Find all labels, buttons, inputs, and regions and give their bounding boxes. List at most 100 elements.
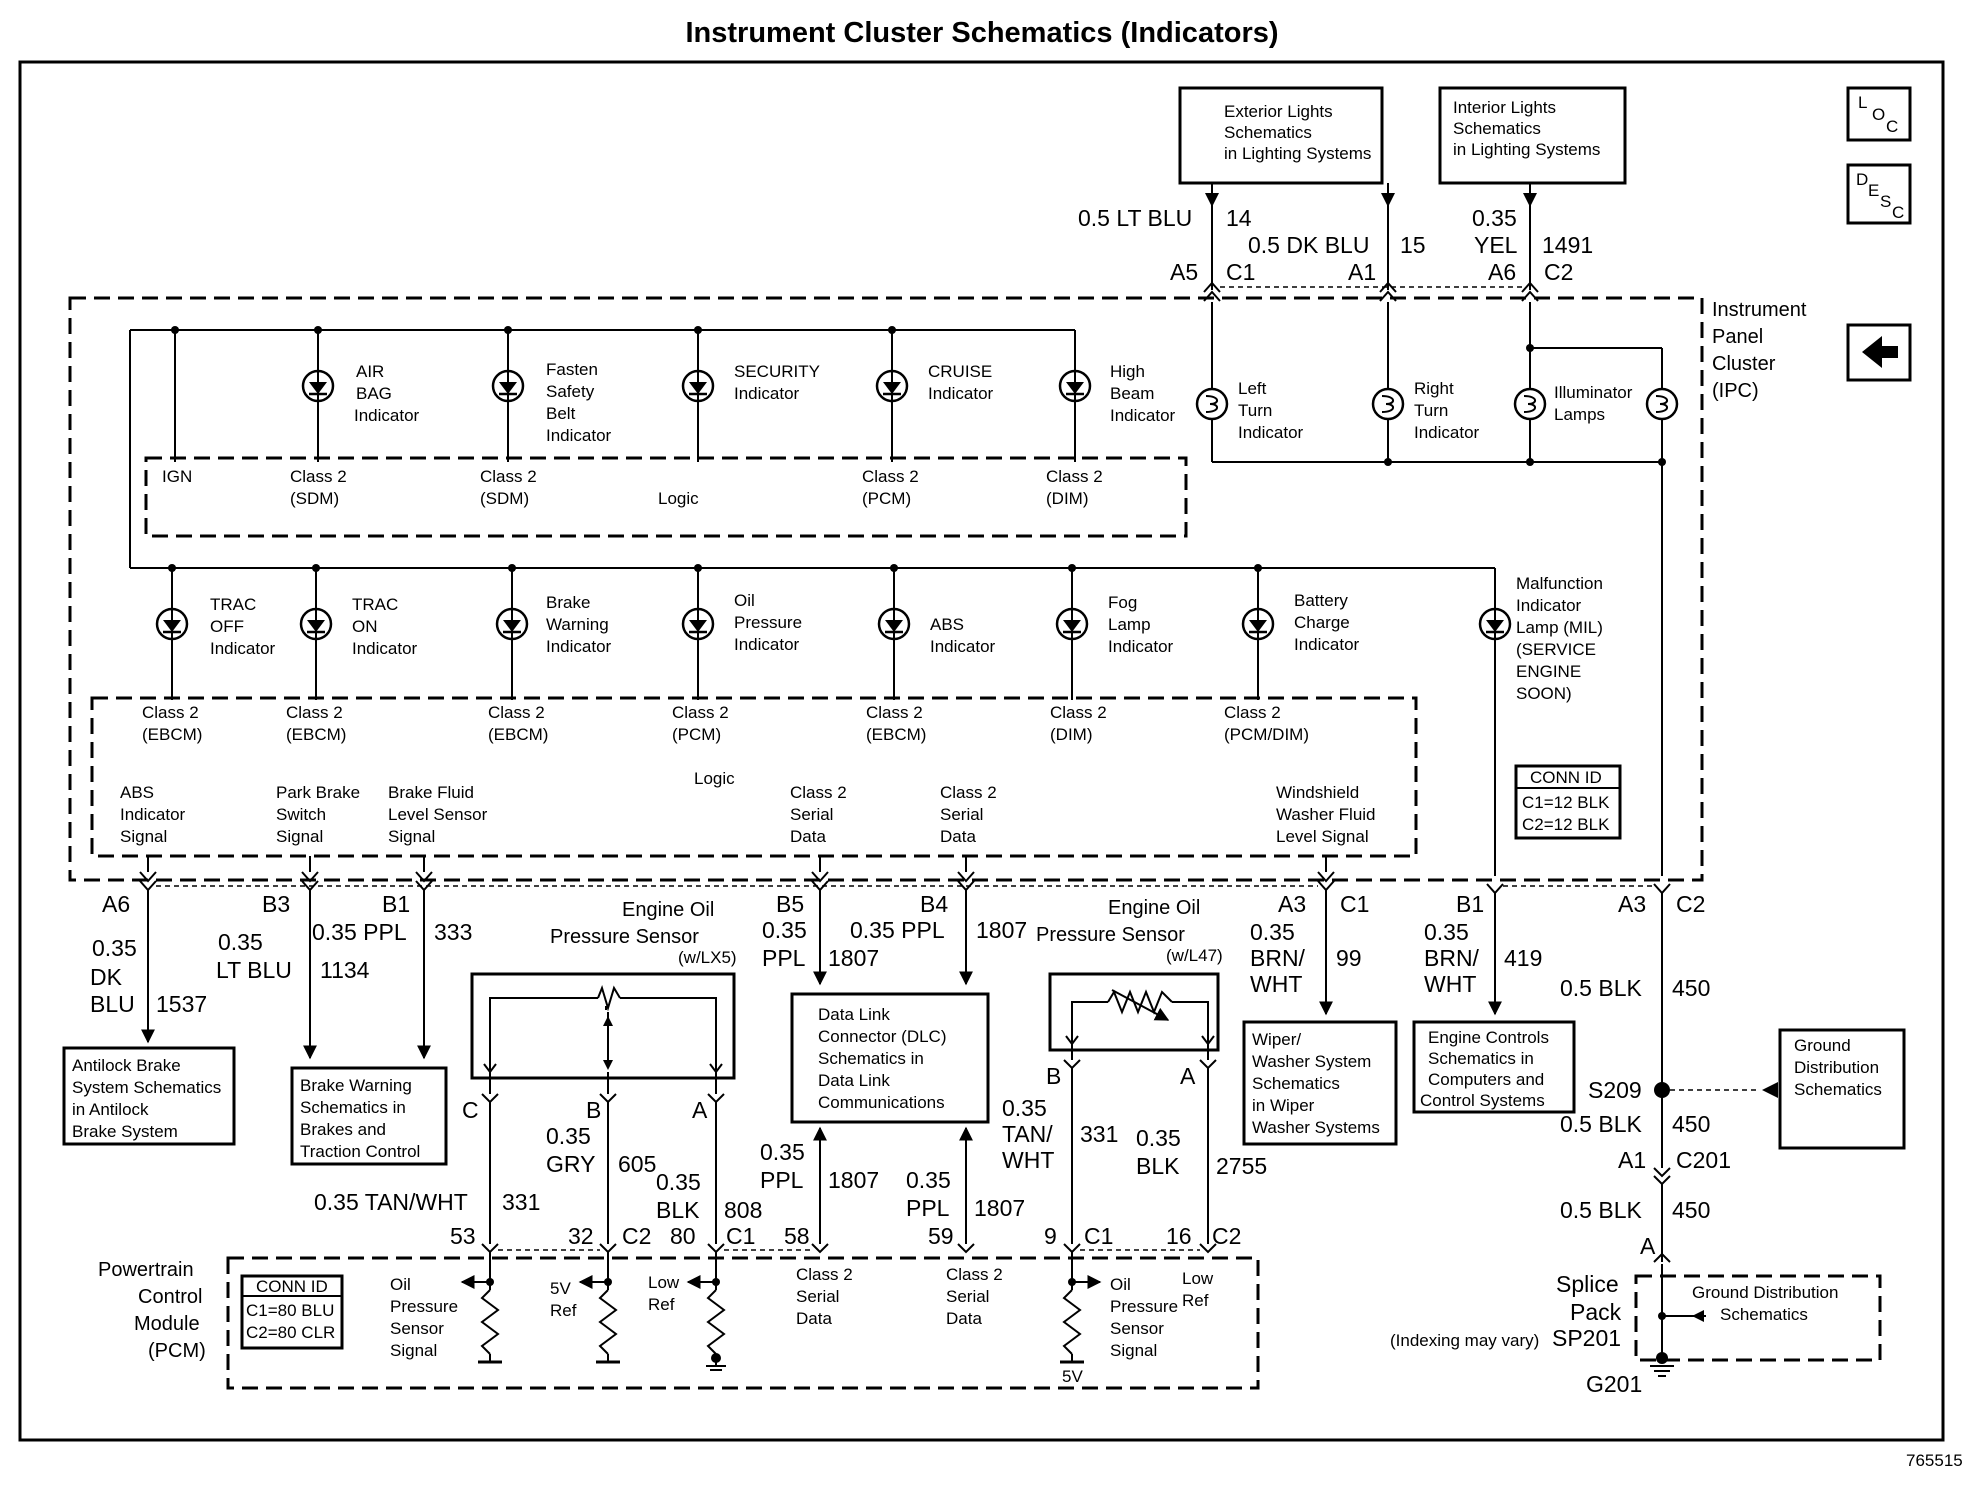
ground-g201: G201 xyxy=(1586,1371,1642,1397)
lx5-title-2: Pressure Sensor xyxy=(550,926,699,948)
pcm-oil2-signal-1: Oil xyxy=(1110,1275,1131,1294)
mil-wire-gauge: 0.35 xyxy=(1424,919,1469,945)
pcm-pin-32: 32 xyxy=(568,1223,594,1249)
abs-label-2: Indicator xyxy=(930,637,996,656)
pcm-conn-id-box: CONN ID C1=80 BLU C2=80 CLR xyxy=(240,1274,344,1350)
desc-letter-3: S xyxy=(1880,192,1891,211)
engine-ref-line-4: Control Systems xyxy=(1420,1091,1545,1110)
abs-ref-line-4: Brake System xyxy=(72,1122,178,1141)
trac-off-label-2: OFF xyxy=(210,617,244,636)
mil-bulb-icon xyxy=(1478,607,1512,641)
upper-logic-highbeam-module: (DIM) xyxy=(1046,489,1088,508)
wire-605-circuit: 605 xyxy=(618,1151,656,1177)
pcm-pin-59: 59 xyxy=(928,1223,954,1249)
pcm-label-2: Control xyxy=(138,1286,202,1308)
park-wire-color: LT BLU xyxy=(216,957,292,983)
fog-lamp-bulb-icon xyxy=(1055,607,1089,641)
lower-logic-label: Logic xyxy=(694,769,735,788)
lx5-pin-c: C xyxy=(462,1097,479,1123)
engine-controls-ref-box[interactable]: Engine Controls Schematics in Computers … xyxy=(1412,1020,1576,1114)
l47-pin-a: A xyxy=(1180,1063,1196,1089)
trac-on-module: (EBCM) xyxy=(286,725,346,744)
oil-pressure-module: (PCM) xyxy=(672,725,721,744)
pcm-ser58-2: Serial xyxy=(796,1287,839,1306)
park-brake-signal-1: Park Brake xyxy=(276,783,360,802)
mil-wire-color-1: BRN/ xyxy=(1424,945,1480,971)
brake-warning-label-3: Indicator xyxy=(546,637,612,656)
wiper-ref-box[interactable]: Wiper/ Washer System Schematics in Wiper… xyxy=(1242,1020,1398,1146)
ipc-label-2: Panel xyxy=(1712,326,1763,348)
splice-pack-boundary xyxy=(1634,1274,1882,1362)
ground-wire-circuit-2: 450 xyxy=(1672,1111,1710,1137)
airbag-bulb-icon xyxy=(301,369,335,403)
pcm-oil1-signal-4: Signal xyxy=(390,1341,437,1360)
lx5-note: (w/LX5) xyxy=(678,948,737,967)
ground-distribution-ref-2[interactable]: Ground Distribution Schematics xyxy=(1692,1283,1838,1324)
l47a-wire-gauge: 0.35 xyxy=(1136,1125,1181,1151)
interior-lights-ref-box[interactable]: Interior Lights Schematics in Lighting S… xyxy=(1438,86,1627,185)
back-arrow-icon[interactable] xyxy=(1846,323,1912,382)
washer-signal-2: Washer Fluid xyxy=(1276,805,1376,824)
fog-lamp-module: (DIM) xyxy=(1050,725,1092,744)
left-turn-lamp-icon xyxy=(1195,387,1229,421)
trac-on-label-1: TRAC xyxy=(352,595,398,614)
oil-pressure-label-1: Oil xyxy=(734,591,755,610)
brake-warning-ref-box[interactable]: Brake Warning Schematics in Brakes and T… xyxy=(290,1066,448,1166)
dlc-ref-box[interactable]: Data Link Connector (DLC) Schematics in … xyxy=(790,992,990,1124)
pcm-ser59-3: Data xyxy=(946,1309,982,1328)
wire-1491-color: YEL xyxy=(1474,232,1518,258)
brake-ref-line-2: Schematics in xyxy=(300,1098,406,1117)
wire-14-gauge: 0.5 LT BLU xyxy=(1078,205,1192,231)
abs-wire-gauge: 0.35 xyxy=(92,935,137,961)
loc-letter-1: L xyxy=(1858,93,1867,112)
upper-logic-airbag-class: Class 2 xyxy=(290,467,347,486)
abs-ref-box[interactable]: Antilock Brake System Schematics in Anti… xyxy=(62,1046,236,1146)
pin-c2-label: C2 xyxy=(1676,891,1705,917)
airbag-label-1: AIR xyxy=(356,362,384,381)
mil-wire-color-2: WHT xyxy=(1424,971,1476,997)
dlc58-wire-circuit: 1807 xyxy=(828,1167,879,1193)
ipc-conn-id-title: CONN ID xyxy=(1530,768,1602,787)
cruise-bulb-icon xyxy=(875,369,909,403)
seatbelt-label-3: Belt xyxy=(546,404,576,423)
interior-ref-line-1: Interior Lights xyxy=(1453,98,1556,117)
pin-b5: B5 xyxy=(776,891,804,917)
battery-charge-bulb-icon xyxy=(1241,607,1275,641)
abs-wire-color-2: BLU xyxy=(90,991,135,1017)
desc-nav-icon[interactable]: D E S C xyxy=(1846,163,1912,225)
splice-c201: C201 xyxy=(1676,1147,1731,1173)
security-label-1: SECURITY xyxy=(734,362,820,381)
pcm-ser59-1: Class 2 xyxy=(946,1265,1003,1284)
exterior-lights-ref-box[interactable]: Exterior Lights Schematics in Lighting S… xyxy=(1178,86,1384,185)
wire-1491-pin: A6 xyxy=(1488,259,1516,285)
engine-ref-line-1: Engine Controls xyxy=(1428,1028,1549,1047)
lx5-sensor xyxy=(470,972,736,1244)
splice-label-2: Pack xyxy=(1570,1299,1622,1325)
wiper-ref-line-5: Washer Systems xyxy=(1252,1118,1380,1137)
upper-logic-ign: IGN xyxy=(162,467,192,486)
pcm-pin-80: 80 xyxy=(670,1223,696,1249)
security-bulb-icon xyxy=(681,369,715,403)
pcm-internals xyxy=(460,1252,1102,1371)
wire-808-gauge: 0.35 xyxy=(656,1169,701,1195)
wire-808-color: BLK xyxy=(656,1197,700,1223)
ipc-conn-id-box: CONN ID C1=12 BLK C2=12 BLK xyxy=(1514,764,1622,840)
ground-distribution-ref-box[interactable]: Ground Distribution Schematics xyxy=(1778,1028,1906,1150)
pcm-conn-id-c2: C2=80 CLR xyxy=(246,1323,335,1342)
dlc-ref-line-1: Data Link xyxy=(818,1005,890,1024)
lower-wires xyxy=(141,890,1663,1168)
splice-indexing: (Indexing may vary) xyxy=(1390,1331,1539,1350)
brake-ref-line-1: Brake Warning xyxy=(300,1076,412,1095)
serial-b4-signal-3: Data xyxy=(940,827,976,846)
loc-nav-icon[interactable]: L O C xyxy=(1846,86,1912,142)
pcm-oil1-signal-2: Pressure xyxy=(390,1297,458,1316)
battery-charge-label-1: Battery xyxy=(1294,591,1348,610)
wire-14-pin: A5 xyxy=(1170,259,1198,285)
top-wires xyxy=(1203,183,1539,302)
pcm-label-4: (PCM) xyxy=(148,1340,206,1362)
wire-1491-gauge: 0.35 xyxy=(1472,205,1517,231)
pin-a3-c1: A3 xyxy=(1278,891,1306,917)
outer-frame xyxy=(18,60,1945,1442)
abs-wire-circuit: 1537 xyxy=(156,991,207,1017)
park-wire-circuit: 1134 xyxy=(320,957,370,983)
